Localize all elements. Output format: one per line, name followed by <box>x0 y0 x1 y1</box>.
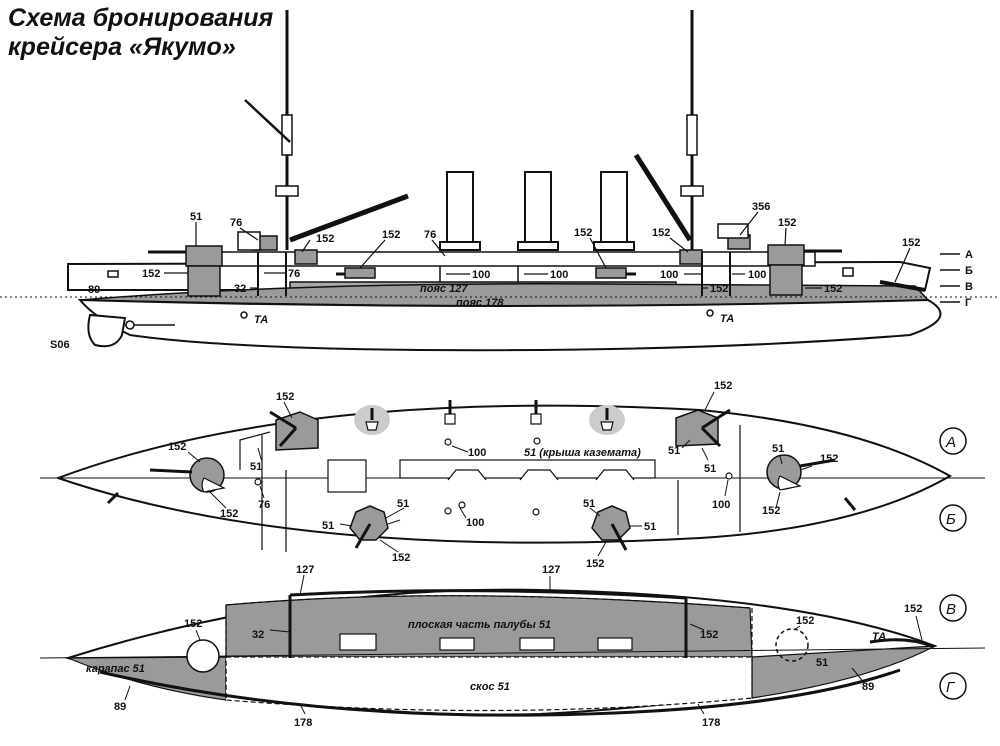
ab-label-100-b: 100 <box>466 517 484 529</box>
deck-letter-markers: А Б В Г <box>939 427 967 700</box>
side-label-152-d: 152 <box>652 227 670 239</box>
side-label-76-b: 76 <box>424 229 436 241</box>
deck-plan-ab <box>40 391 985 557</box>
vg-label-flat-deck: плоская часть палубы 51 <box>408 619 551 631</box>
vg-label-skos: скос 51 <box>470 681 510 693</box>
circle-label-v: В <box>946 601 956 618</box>
ab-label-152-h: 152 <box>762 505 780 517</box>
ab-label-152-f: 152 <box>714 380 732 392</box>
vg-label-152-a: 152 <box>184 618 202 630</box>
level-a: А <box>965 249 973 261</box>
side-label-152-e: 152 <box>778 217 796 229</box>
vg-label-32: 32 <box>252 629 264 641</box>
side-label-152-i: 152 <box>824 283 842 295</box>
vg-label-152-c: 152 <box>796 615 814 627</box>
deck-plan-vg <box>39 574 986 717</box>
side-label-100-a: 100 <box>472 269 490 281</box>
circle-label-g: Г <box>946 679 956 696</box>
vg-label-karapas: карапас 51 <box>86 663 145 675</box>
title-line-2: крейсера «Якумо» <box>8 33 236 61</box>
circle-label-a: А <box>945 434 956 451</box>
vg-label-127-b: 127 <box>542 564 560 576</box>
level-v: В <box>965 281 973 293</box>
side-label-89: 89 <box>88 284 100 296</box>
ab-label-152-d: 152 <box>392 552 410 564</box>
side-label-belt-upper: пояс 127 <box>420 283 468 295</box>
side-label-152-h: 152 <box>710 283 728 295</box>
ab-label-51-e: 51 <box>644 521 656 533</box>
diagram-title: Схема бронирования крейсера «Якумо» <box>8 4 273 62</box>
side-label-152-a: 152 <box>316 233 334 245</box>
side-view <box>0 10 1000 352</box>
ab-label-152-g: 152 <box>820 453 838 465</box>
side-label-ta-1: ТА <box>254 314 268 326</box>
circle-label-b: Б <box>946 511 956 528</box>
vg-label-152-b: 152 <box>700 629 718 641</box>
side-label-76-c: 76 <box>288 268 300 280</box>
side-label-100-d: 100 <box>748 269 766 281</box>
vg-label-127-a: 127 <box>296 564 314 576</box>
ab-label-casemate-roof: 51 (крыша каземата) <box>524 447 641 459</box>
ab-label-51-g: 51 <box>772 443 784 455</box>
ab-label-76: 76 <box>258 499 270 511</box>
ab-label-51-h: 51 <box>704 463 716 475</box>
ab-label-152-a: 152 <box>276 391 294 403</box>
side-label-152-b: 152 <box>382 229 400 241</box>
side-label-152-c: 152 <box>574 227 592 239</box>
vg-label-89-b: 89 <box>862 681 874 693</box>
ab-label-51-c: 51 <box>322 520 334 532</box>
vg-label-51: 51 <box>816 657 828 669</box>
vg-label-178-a: 178 <box>294 717 312 729</box>
ab-label-51-f: 51 <box>668 445 680 457</box>
title-line-1: Схема бронирования <box>8 4 274 32</box>
ab-label-100-a: 100 <box>468 447 486 459</box>
ab-label-152-b: 152 <box>168 441 186 453</box>
ab-label-51-d: 51 <box>583 498 595 510</box>
side-label-belt-main: пояс 178 <box>456 297 504 309</box>
deck-plan-ab-labels: 152 152 51 152 76 100 51 (крыша каземата… <box>168 380 838 570</box>
vg-label-89-a: 89 <box>114 701 126 713</box>
side-label-152-g: 152 <box>142 268 160 280</box>
ab-label-152-e: 152 <box>586 558 604 570</box>
side-view-labels: 51 76 152 152 76 152 152 356 152 152 152… <box>50 201 973 351</box>
ab-label-51-a: 51 <box>250 461 262 473</box>
side-label-ta-2: ТА <box>720 313 734 325</box>
level-g: Г <box>965 297 972 309</box>
side-label-100-c: 100 <box>660 269 678 281</box>
side-label-frame: S06 <box>50 339 70 351</box>
vg-label-152-d: 152 <box>904 603 922 615</box>
ab-label-152-c: 152 <box>220 508 238 520</box>
side-label-32: 32 <box>234 283 246 295</box>
funnels <box>439 171 635 251</box>
side-label-76: 76 <box>230 217 242 229</box>
side-label-51: 51 <box>190 211 202 223</box>
ab-label-51-b: 51 <box>397 498 409 510</box>
deck-plan-vg-labels: 127 127 32 152 152 152 152 плоская часть… <box>86 564 922 729</box>
side-label-152-f: 152 <box>902 237 920 249</box>
side-label-356: 356 <box>752 201 770 213</box>
vg-label-ta: ТА <box>872 631 886 643</box>
vg-label-178-b: 178 <box>702 717 720 729</box>
ab-label-100-c: 100 <box>712 499 730 511</box>
side-label-100-b: 100 <box>550 269 568 281</box>
level-b: Б <box>965 265 973 277</box>
